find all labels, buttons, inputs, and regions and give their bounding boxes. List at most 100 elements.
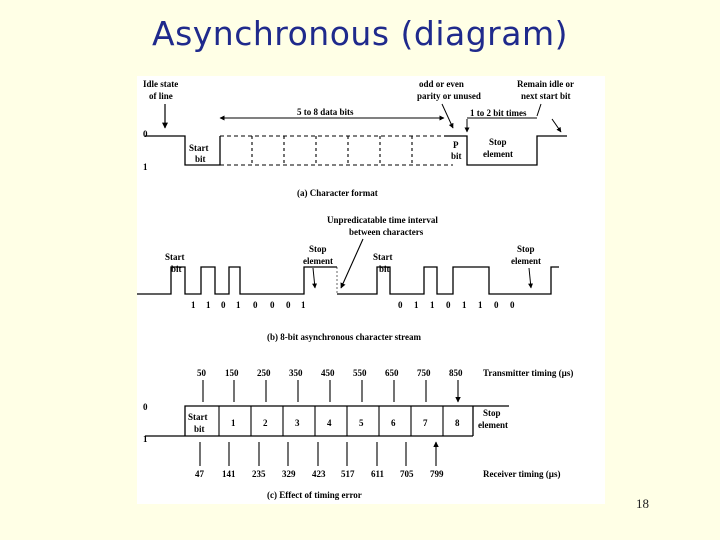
c-start-label-line1: Start	[188, 412, 208, 422]
rx-time-8: 705	[400, 469, 414, 479]
bit-times-arrow-right	[551, 118, 562, 133]
interval-arrow	[340, 238, 364, 289]
stream-bit-13: 1	[462, 300, 467, 310]
level-0-label: 0	[143, 129, 148, 139]
stop-element-label-line2: element	[483, 149, 513, 159]
stream-bit-15: 0	[494, 300, 499, 310]
stream-bit-11: 1	[430, 300, 435, 310]
caption-c: (c) Effect of timing error	[267, 490, 362, 500]
stream-bit-7: 0	[286, 300, 291, 310]
start-bit-label-line2: bit	[195, 154, 206, 164]
stream-bit-4: 1	[236, 300, 241, 310]
tx-time-7: 650	[385, 368, 399, 378]
timing-bit-dividers	[218, 406, 444, 436]
stream-bit-14: 1	[478, 300, 483, 310]
page-number: 18	[636, 496, 649, 511]
p-bit-label-line1: P	[453, 140, 459, 150]
bit-number-1: 1	[231, 418, 236, 428]
c-level-0-label: 0	[143, 402, 148, 412]
stop-element-label-line1: Stop	[489, 137, 507, 147]
stream-char2-waveform	[337, 266, 559, 295]
parity-arrow	[441, 103, 454, 129]
bit-number-7: 7	[423, 418, 428, 428]
signal-idle-start	[145, 135, 221, 166]
c-stop-label-line1: Stop	[483, 408, 501, 418]
stream-stop2-label-line2: element	[511, 256, 541, 266]
stream-stop-label-line1: Stop	[309, 244, 327, 254]
timing-frame	[145, 405, 474, 437]
transmitter-timing: 50 150 250 350 450 550 650 750 850 Trans…	[197, 368, 573, 402]
rx-time-6: 517	[341, 469, 355, 479]
rx-time-7: 611	[371, 469, 385, 479]
stream-bit-8: 1	[301, 300, 306, 310]
parity-label-line2: parity or unused	[417, 91, 481, 101]
remain-idle-connector	[536, 103, 542, 117]
start-bit-label-line1: Start	[189, 143, 209, 153]
rx-time-5: 423	[312, 469, 326, 479]
bit-number-6: 6	[391, 418, 396, 428]
caption-a: (a) Character format	[297, 188, 378, 198]
bit-times-label: 1 to 2 bit times	[470, 108, 527, 118]
tx-time-6: 550	[353, 368, 367, 378]
c-start-label-line2: bit	[194, 424, 205, 434]
stream-stop-arrow-1	[312, 267, 318, 289]
stream-bit-6: 0	[270, 300, 275, 310]
bit-number-4: 4	[327, 418, 332, 428]
rx-time-4: 329	[282, 469, 296, 479]
tx-time-5: 450	[321, 368, 335, 378]
p-bit-label-line2: bit	[451, 151, 462, 161]
data-bits-dashed	[220, 135, 453, 166]
stream-stop-arrow-2	[528, 267, 534, 289]
stream-start-label-line2: bit	[171, 264, 182, 274]
tx-time-9: 850	[449, 368, 463, 378]
bit-number-3: 3	[295, 418, 300, 428]
panel-c-timing-error: 50 150 250 350 450 550 650 750 850 Trans…	[143, 368, 573, 500]
stream-start-label-line1: Start	[165, 252, 185, 262]
rx-arrows	[199, 442, 436, 466]
panel-b-character-stream: Unpredicatable time interval between cha…	[137, 215, 559, 342]
stream-bit-12: 0	[446, 300, 451, 310]
async-diagram: Idle state of line 0 1 5 to 8 data bits …	[137, 79, 574, 500]
tx-time-3: 250	[257, 368, 271, 378]
caption-b: (b) 8-bit asynchronous character stream	[267, 332, 421, 342]
signal-parity-stop	[444, 135, 567, 166]
tx-time-2: 150	[225, 368, 239, 378]
stream-stop-label-line2: element	[303, 256, 333, 266]
slide-title: Asynchronous (diagram)	[152, 14, 568, 53]
receiver-timing: 47 141 235 329 423 517 611 705 799 Recei…	[195, 442, 561, 479]
rx-time-3: 235	[252, 469, 266, 479]
panel-a-character-format: Idle state of line 0 1 5 to 8 data bits …	[143, 79, 574, 198]
interval-label-line2: between characters	[349, 227, 424, 237]
transmitter-label: Transmitter timing (µs)	[483, 368, 573, 378]
remain-idle-line2: next start bit	[521, 91, 571, 101]
rx-time-2: 141	[222, 469, 236, 479]
stream-bit-16: 0	[510, 300, 515, 310]
stream-bit-9: 0	[398, 300, 403, 310]
c-stop-label-line2: element	[478, 420, 508, 430]
tx-time-4: 350	[289, 368, 303, 378]
stream-start2-label-line2: bit	[379, 264, 390, 274]
tx-arrows	[202, 380, 458, 402]
stream-bit-10: 1	[414, 300, 419, 310]
data-bits-label: 5 to 8 data bits	[297, 107, 354, 117]
data-bit-dividers	[251, 136, 413, 165]
stream-char1-waveform	[137, 266, 337, 295]
tx-time-8: 750	[417, 368, 431, 378]
stream-bit-2: 1	[206, 300, 211, 310]
stream-bit-3: 0	[221, 300, 226, 310]
receiver-label: Receiver timing (µs)	[483, 469, 561, 479]
idle-state-label-line2: of line	[149, 91, 173, 101]
bit-number-8: 8	[455, 418, 460, 428]
stream-start2-label-line1: Start	[373, 252, 393, 262]
interval-label-line1: Unpredicatable time interval	[327, 215, 438, 225]
remain-idle-line1: Remain idle or	[517, 79, 574, 89]
stream-bit-1: 1	[191, 300, 196, 310]
parity-label-line1: odd or even	[419, 79, 464, 89]
bit-number-5: 5	[359, 418, 364, 428]
tx-time-1: 50	[197, 368, 207, 378]
idle-state-label-line1: Idle state	[143, 79, 178, 89]
stream-stop2-label-line1: Stop	[517, 244, 535, 254]
rx-time-1: 47	[195, 469, 205, 479]
rx-time-9: 799	[430, 469, 444, 479]
c-level-1-label: 1	[143, 434, 148, 444]
